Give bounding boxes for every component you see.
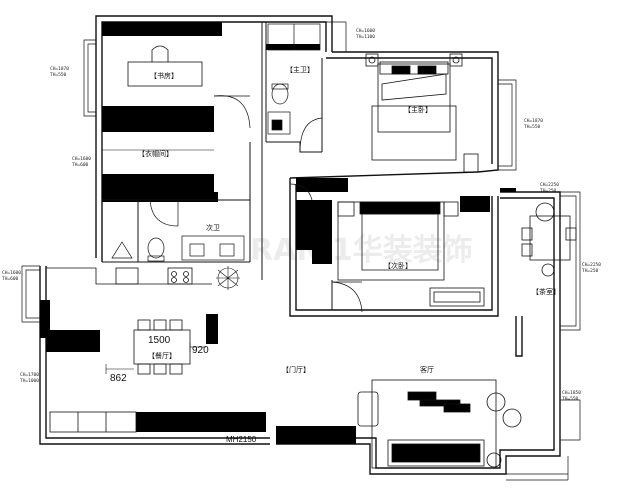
svg-text:TH=550: TH=550 [562,396,579,402]
svg-text:CH=1600: CH=1600 [356,28,375,34]
label-master-bedroom: 【主卧】 [404,105,432,114]
svg-text:CH=2250: CH=2250 [582,262,601,268]
window-annotation-kitchen: CH=1600 TH=600 [2,270,21,282]
label-living: 客厅 [420,365,434,374]
svg-text:CH=1600: CH=1600 [72,156,91,162]
tea-room-furniture [521,202,577,277]
plant [216,266,240,290]
second-bed [337,201,485,307]
dimension-862: 862 [110,373,127,384]
window-bays [21,21,581,481]
kitchen-counter [46,267,212,433]
second-bath-fixtures [111,235,245,262]
svg-text:TH=1100: TH=1100 [356,34,375,40]
label-second-bedroom: 【次卧】 [384,261,412,270]
label-dining: 【餐厅】 [148,351,176,360]
svg-text:CH=1600: CH=1600 [2,270,21,276]
label-tea-room: 【茶室】 [532,287,560,296]
window-annotation-left-mid: CH=1600 TH=600 [72,156,91,168]
wall-fills [40,22,516,444]
window-annotation-master: CH=1870 TH=550 [524,118,543,130]
svg-text:TH=250: TH=250 [540,188,557,194]
door-height-mh2150: MH2150 [226,435,257,444]
window-annotation-tea-top: CH=2250 TH=250 [540,182,559,194]
window-annotation-tea-right: CH=2250 TH=250 [582,262,601,274]
svg-text:TH=250: TH=250 [582,268,599,274]
watermark: RAN 1华装装饰 [250,233,473,268]
svg-text:TH=550: TH=550 [524,124,541,130]
label-master-bath: 【主卫】 [286,65,314,74]
svg-text:TH=600: TH=600 [72,162,89,168]
svg-text:CH=1870: CH=1870 [50,66,69,72]
label-cloakroom: 【衣帽间】 [138,149,173,158]
svg-text:CH=1870: CH=1870 [524,118,543,124]
master-bed [365,53,479,173]
master-bath-fixtures [267,23,321,135]
window-annotation-living: CH=1850 TH=550 [562,390,581,402]
window-annotation-top: CH=1600 TH=1100 [356,28,375,40]
study-desk [127,45,203,87]
dimension-920: 920 [192,345,209,356]
living-furniture [357,379,522,469]
label-second-bath: 次卫 [206,223,220,232]
interior-walls [102,22,333,310]
window-annotation-dining: CH=1700 TH=1000 [20,372,39,384]
svg-text:CH=1850: CH=1850 [562,390,581,396]
svg-text:CH=2250: CH=2250 [540,182,559,188]
svg-text:CH=1700: CH=1700 [20,372,39,378]
svg-text:TH=550: TH=550 [50,72,67,78]
label-foyer: 【门厅】 [282,365,310,374]
window-annotation-study: CH=1870 TH=550 [50,66,69,78]
label-study: 【书房】 [150,71,178,80]
svg-text:TH=600: TH=600 [2,276,19,282]
dimension-1500: 1500 [148,335,171,346]
dimension-lines [105,342,206,374]
dining-table [133,319,191,375]
door-swings [149,95,363,313]
svg-text:TH=1000: TH=1000 [20,378,39,384]
